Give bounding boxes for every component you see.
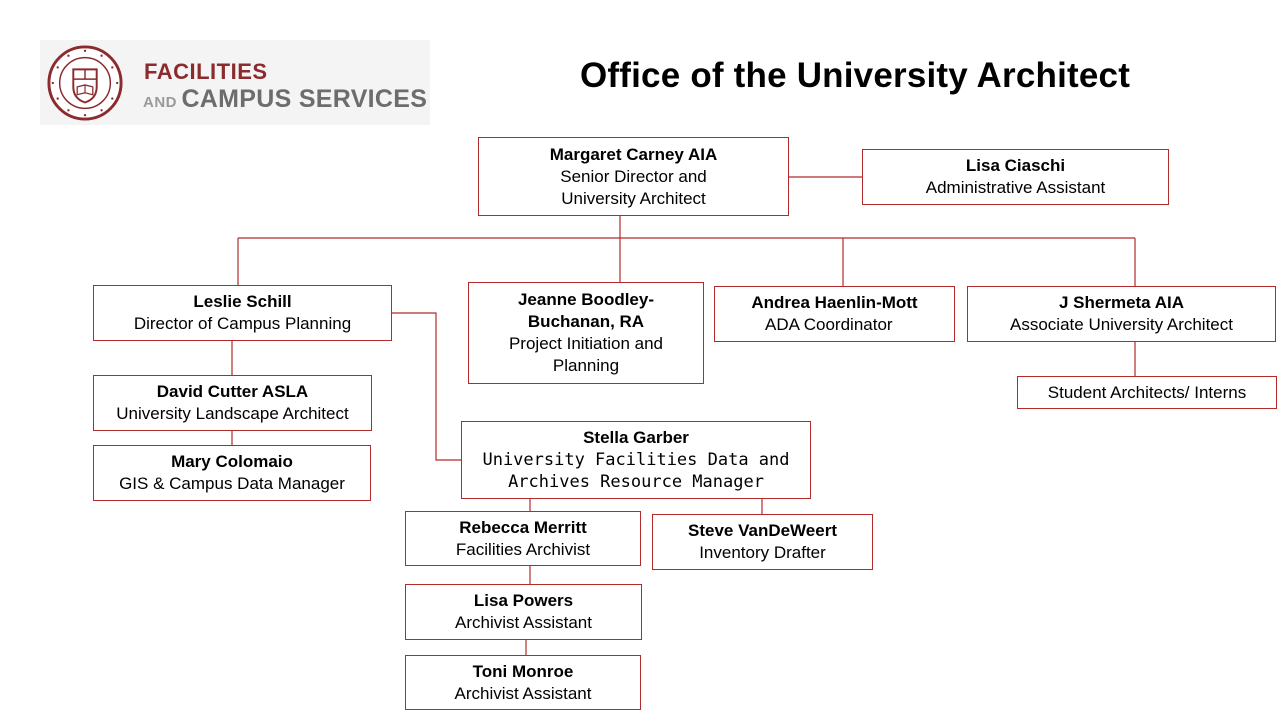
logo-and-text: AND	[143, 94, 177, 111]
node-role: Archivist Assistant	[454, 683, 592, 703]
node-role: ADA Coordinator	[765, 315, 893, 334]
node-role: Senior Director and	[560, 166, 707, 186]
node-leslie-schill: Leslie Schill Director of Campus Plannin…	[93, 285, 392, 341]
cornell-seal-icon	[47, 45, 123, 121]
node-role: Associate University Architect	[1010, 315, 1233, 334]
node-name: Mary Colomaio	[171, 452, 293, 471]
node-role: Administrative Assistant	[925, 178, 1106, 197]
node-name: David Cutter ASLA	[156, 382, 309, 401]
node-role: Director of Campus Planning	[133, 314, 352, 333]
node-andrea-haenlin-mott: Andrea Haenlin-Mott ADA Coordinator	[714, 286, 955, 342]
node-role: University Landscape Architect	[116, 404, 349, 423]
logo-facilities-text: FACILITIES	[144, 59, 268, 84]
node-j-shermeta: J Shermeta AIA Associate University Arch…	[967, 286, 1276, 342]
node-name: Stella Garber	[583, 428, 689, 447]
node-role: Facilities Archivist	[455, 539, 591, 559]
node-name: Jeanne Boodley-	[517, 290, 655, 309]
node-role: Inventory Drafter	[699, 543, 826, 562]
node-name: J Shermeta AIA	[1058, 293, 1185, 312]
page-title: Office of the University Architect	[580, 56, 1131, 95]
node-name: Steve VanDeWeert	[688, 521, 837, 540]
facilities-logo: FACILITIES AND CAMPUS SERVICES	[40, 40, 430, 125]
node-toni-monroe: Toni Monroe Archivist Assistant	[405, 655, 641, 710]
node-steve-vandeweert: Steve VanDeWeert Inventory Drafter	[652, 514, 873, 570]
node-name: Buchanan, RA	[527, 312, 645, 331]
node-role: Archives Resource Manager	[508, 472, 764, 492]
node-jeanne-boodley-buchanan: Jeanne Boodley- Buchanan, RA Project Ini…	[468, 282, 704, 384]
node-name: Leslie Schill	[193, 292, 292, 311]
node-name: Andrea Haenlin-Mott	[751, 293, 918, 312]
node-rebecca-merritt: Rebecca Merritt Facilities Archivist	[405, 511, 641, 566]
node-role: Planning	[552, 356, 620, 375]
node-margaret-carney: Margaret Carney AIA Senior Director and …	[478, 137, 789, 216]
node-name: Rebecca Merritt	[459, 517, 587, 537]
node-role: University Facilities Data and	[482, 450, 790, 470]
node-name: Toni Monroe	[472, 661, 574, 681]
node-role: University Architect	[561, 188, 706, 208]
node-role: Project Initiation and	[508, 334, 664, 353]
node-name: Lisa Powers	[473, 591, 574, 610]
node-name: Margaret Carney AIA	[549, 144, 718, 164]
node-mary-colomaio: Mary Colomaio GIS & Campus Data Manager	[93, 445, 371, 501]
connector-schill-garber	[391, 312, 462, 461]
logo-services-text: CAMPUS SERVICES	[181, 85, 428, 113]
node-student-architects-interns: Student Architects/ Interns	[1017, 376, 1277, 409]
node-role: GIS & Campus Data Manager	[119, 474, 345, 493]
node-lisa-ciaschi: Lisa Ciaschi Administrative Assistant	[862, 149, 1169, 205]
logo-campus-services-text: AND CAMPUS SERVICES	[143, 85, 427, 114]
node-david-cutter: David Cutter ASLA University Landscape A…	[93, 375, 372, 431]
node-role: Archivist Assistant	[455, 613, 592, 632]
node-role: Student Architects/ Interns	[1047, 382, 1247, 402]
node-lisa-powers: Lisa Powers Archivist Assistant	[405, 584, 642, 640]
node-name: Lisa Ciaschi	[965, 156, 1066, 175]
node-stella-garber: Stella Garber University Facilities Data…	[461, 421, 811, 499]
